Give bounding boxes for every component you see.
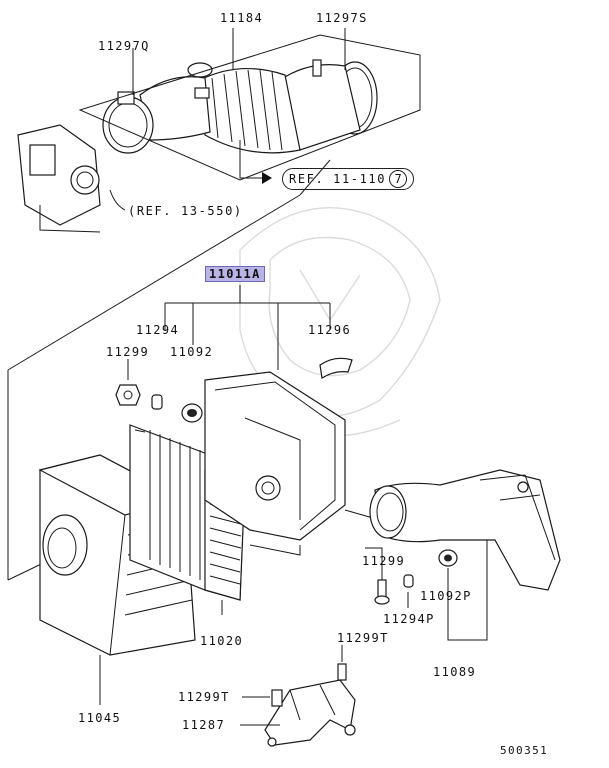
- label-11296: 11296: [308, 323, 352, 337]
- bolt-11299T-bottom: [271, 689, 283, 707]
- label-11089: 11089: [433, 665, 477, 679]
- label-11011A: 11011A: [205, 266, 265, 282]
- intake-hose-assembly: [78, 34, 421, 181]
- label-11299-top: 11299: [106, 345, 150, 359]
- bracket-11287: [264, 679, 356, 747]
- ref-arrow-icon: [262, 172, 272, 184]
- air-cleaner-cover: [204, 371, 346, 556]
- ref-intake-circled-number: 7: [389, 170, 408, 188]
- throttle-body: [17, 124, 126, 233]
- label-11092P: 11092P: [420, 589, 472, 603]
- case-outlet: [42, 514, 88, 576]
- label-11294P: 11294P: [383, 612, 435, 626]
- small-parts: [115, 357, 353, 423]
- diagram-id: 500351: [500, 744, 549, 757]
- label-11020: 11020: [200, 634, 244, 648]
- bracket-11296: [319, 357, 353, 379]
- bolt-11299T-right: [337, 663, 347, 681]
- nut-11299: [115, 384, 141, 406]
- bushing-11294P: [403, 574, 414, 588]
- label-11297S: 11297S: [316, 11, 368, 25]
- label-11092-top: 11092: [170, 345, 214, 359]
- hose-clamp-left: [102, 96, 154, 154]
- ref-leader: [239, 140, 262, 179]
- label-11294-top: 11294: [136, 323, 180, 337]
- bushing-11294: [151, 394, 163, 410]
- ref-throttle[interactable]: (REF. 13-550): [128, 204, 243, 218]
- label-11287: 11287: [182, 718, 226, 732]
- air-duct-11089: [369, 469, 561, 591]
- ref-intake-text: REF. 11-110: [289, 172, 387, 186]
- label-11297Q: 11297Q: [98, 39, 150, 53]
- air-intake-hose: [199, 68, 301, 154]
- label-11184: 11184: [220, 11, 264, 25]
- label-11299-right: 11299: [362, 554, 406, 568]
- label-11045: 11045: [78, 711, 122, 725]
- label-11299T-right: 11299T: [337, 631, 389, 645]
- label-11299T-bottom: 11299T: [178, 690, 230, 704]
